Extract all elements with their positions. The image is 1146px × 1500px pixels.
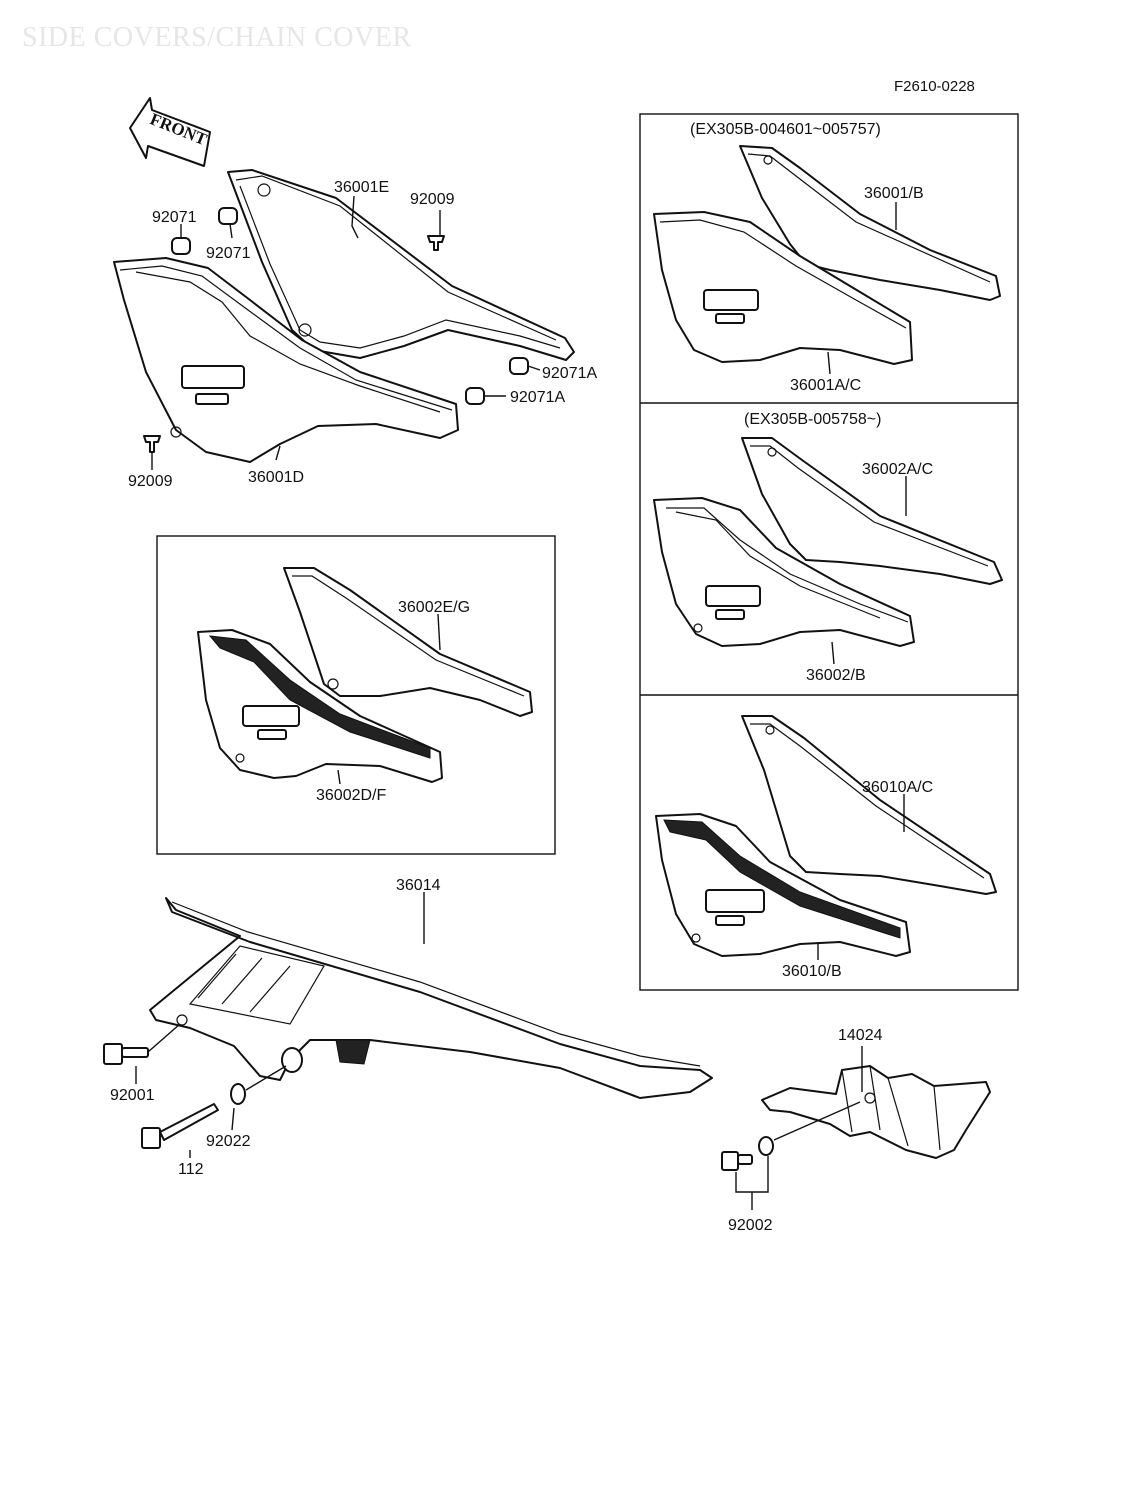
side-cover-36002B — [653, 497, 915, 647]
label-36010B: 36010/B — [782, 963, 842, 980]
label-36002B: 36002/B — [806, 667, 866, 684]
grommet-92071-a-icon — [171, 237, 191, 255]
chain-cover-36014 — [149, 897, 713, 1099]
side-cover-36002EG — [283, 567, 533, 717]
label-112: 112 — [178, 1161, 204, 1178]
label-92009-bottom: 92009 — [128, 473, 173, 490]
label-92022: 92022 — [206, 1133, 251, 1150]
label-92001: 92001 — [110, 1087, 155, 1104]
side-cover-36001E — [227, 169, 575, 361]
label-92071A-a: 92071A — [542, 365, 597, 382]
washer-92022-icon — [230, 1083, 246, 1105]
label-14024: 14024 — [838, 1027, 883, 1044]
label-36001D: 36001D — [248, 469, 304, 486]
label-92002: 92002 — [728, 1217, 773, 1234]
label-36002DF: 36002D/F — [316, 787, 386, 804]
page-title: SIDE COVERS/CHAIN COVER — [22, 22, 412, 53]
figure-id: F2610-0228 — [894, 78, 975, 95]
label-36002AC: 36002A/C — [862, 461, 933, 478]
grommet-92071-b-icon — [218, 207, 238, 225]
label-36001B: 36001/B — [864, 185, 924, 202]
side-cover-36010AC — [741, 715, 997, 895]
panel-right-box — [639, 113, 1019, 991]
panel-left-box — [156, 535, 556, 855]
label-92071-b: 92071 — [206, 245, 251, 262]
bolt-112-icon — [141, 1103, 219, 1149]
bolt-92001-icon — [103, 1043, 149, 1065]
label-92009-top: 92009 — [410, 191, 455, 208]
bolt-92002-icon — [721, 1151, 753, 1171]
label-36001E: 36001E — [334, 179, 389, 196]
side-cover-36010B — [655, 813, 911, 957]
range-1: (EX305B-004601~005757) — [690, 121, 881, 138]
side-cover-36002DF — [197, 629, 443, 783]
side-cover-36001D — [113, 257, 459, 463]
washer-92002-icon — [758, 1136, 774, 1156]
label-92071-a: 92071 — [152, 209, 197, 226]
label-36010AC: 36010A/C — [862, 779, 933, 796]
screw-92009-top-icon — [427, 235, 445, 251]
front-arrow-icon: FRONT — [129, 97, 211, 167]
grommet-92071A-b-icon — [465, 387, 485, 405]
grommet-92071A-a-icon — [509, 357, 529, 375]
label-36002EG: 36002E/G — [398, 599, 470, 616]
range-2: (EX305B-005758~) — [744, 411, 881, 428]
screw-92009-bottom-icon — [143, 435, 161, 453]
chain-guard-14024 — [761, 1065, 991, 1159]
side-cover-36001AC — [653, 211, 913, 365]
label-92071A-b: 92071A — [510, 389, 565, 406]
label-36001AC: 36001A/C — [790, 377, 861, 394]
label-36014: 36014 — [396, 877, 441, 894]
side-cover-36002AC — [741, 437, 1003, 585]
